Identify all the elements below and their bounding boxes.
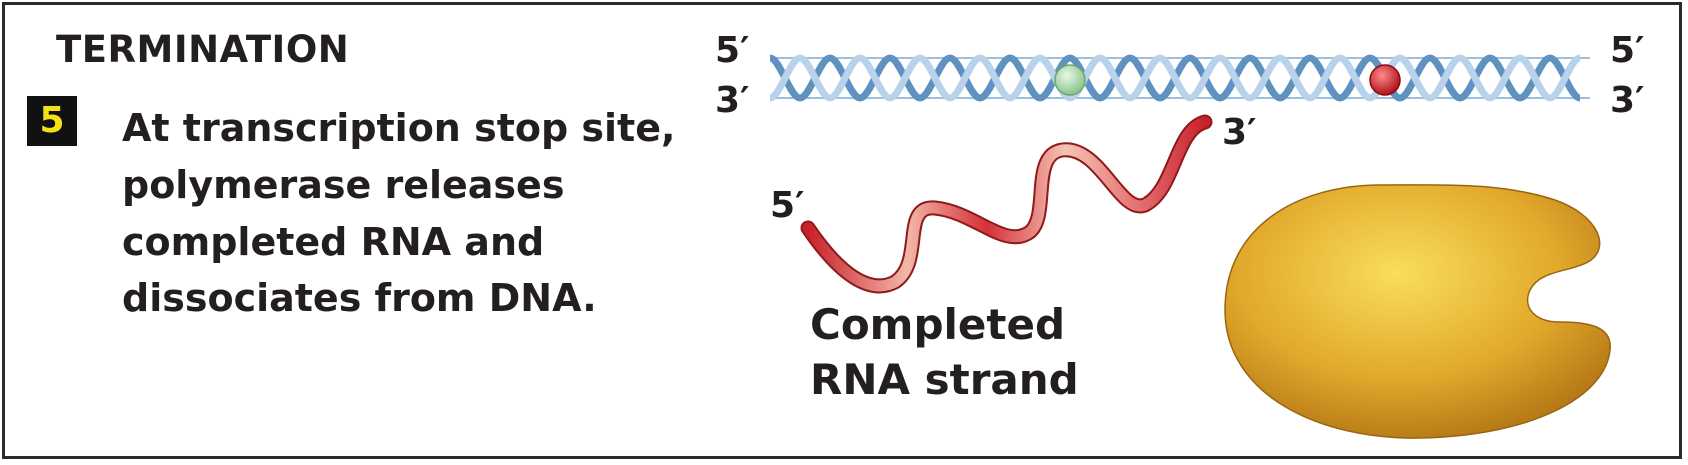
rna-caption-line-1: Completed: [810, 300, 1066, 349]
step-description-line-1: At transcription stop site,: [122, 106, 676, 150]
dna-right-5prime-label: 5′: [1610, 30, 1645, 71]
rna-5prime-label: 5′: [770, 185, 805, 226]
step-description-line-2: polymerase releases: [122, 163, 565, 207]
dna-double-helix: [768, 54, 1590, 102]
start-site-marker-green: [1054, 64, 1086, 96]
dna-strand-b: [768, 54, 1582, 102]
step-description-line-3: completed RNA and: [122, 220, 545, 264]
stop-site-marker-red: [1369, 64, 1401, 96]
dna-left-3prime-label: 3′: [715, 80, 750, 121]
dna-right-3prime-label: 3′: [1610, 80, 1645, 121]
rna-strand: [800, 114, 1213, 294]
rna-polymerase: [1224, 184, 1611, 439]
rna-3prime-label: 3′: [1222, 112, 1257, 153]
step-number-badge: 5: [27, 96, 77, 146]
rna-caption-line-2: RNA strand: [810, 355, 1079, 404]
section-heading: TERMINATION: [56, 28, 350, 71]
step-description-line-4: dissociates from DNA.: [122, 276, 597, 320]
dna-left-5prime-label: 5′: [715, 30, 750, 71]
